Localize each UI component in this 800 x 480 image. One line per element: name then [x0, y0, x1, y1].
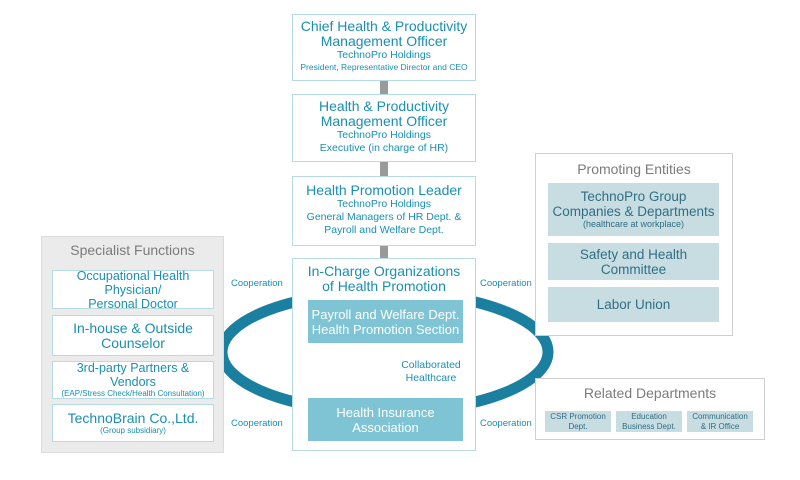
connector-leader-incharge — [380, 246, 388, 258]
cooperation-label-bottom-left: Cooperation — [231, 418, 283, 429]
leader-role-line2: Payroll and Welfare Dept. — [324, 224, 444, 236]
chief-officer-title-line1: Chief Health & Productivity — [300, 18, 468, 34]
partners-vendors-box: 3rd-party Partners & Vendors (EAP/Stress… — [52, 361, 214, 399]
hia-line2: Association — [352, 419, 419, 435]
communication-line2: & IR Office — [700, 421, 740, 431]
csr-promotion-dept-box: CSR Promotion Dept. — [545, 411, 611, 432]
group-companies-sub: (healthcare at workplace) — [582, 219, 685, 229]
education-business-dept-box: Education Business Dept. — [616, 411, 682, 432]
leader-org: TechnoPro Holdings — [337, 198, 431, 210]
group-companies-line1: TechnoPro Group — [580, 189, 687, 204]
csr-line2: Dept. — [568, 421, 588, 431]
education-line2: Business Dept. — [622, 421, 676, 431]
group-companies-line2: Companies & Departments — [552, 204, 715, 219]
leader-title: Health Promotion Leader — [306, 182, 462, 198]
leader-role-line1: General Managers of HR Dept. & — [306, 211, 462, 223]
cooperation-label-bottom-right: Cooperation — [480, 418, 532, 429]
technobrain-line1: TechnoBrain Co.,Ltd. — [67, 409, 199, 426]
chief-officer-title-line2: Management Officer — [320, 33, 448, 49]
csr-line1: CSR Promotion — [550, 412, 606, 421]
specialist-functions-heading: Specialist Functions — [70, 242, 195, 258]
education-line1: Education — [631, 412, 667, 421]
labor-union-label: Labor Union — [596, 297, 671, 312]
hpm-officer-title-line1: Health & Productivity — [319, 98, 449, 114]
cooperation-label-top-left: Cooperation — [231, 278, 283, 289]
collab-line2: Healthcare — [405, 372, 457, 384]
technobrain-sub: (Group subsidiary) — [100, 425, 166, 435]
group-companies-box: TechnoPro Group Companies & Departments … — [548, 183, 719, 236]
hpm-officer-box: Health & Productivity Management Officer… — [292, 94, 476, 162]
hpm-officer-role: Executive (in charge of HR) — [319, 142, 449, 154]
collab-line1: Collaborated — [401, 359, 461, 371]
technobrain-box: TechnoBrain Co.,Ltd. (Group subsidiary) — [52, 404, 214, 442]
payroll-line2: Health Promotion Section — [311, 321, 460, 337]
chief-officer-role: President, Representative Director and C… — [300, 62, 468, 72]
counselor-line2: Counselor — [101, 334, 165, 351]
physician-line1: Occupational Health Physician/ — [76, 268, 190, 297]
connector-cho-hpmo — [380, 80, 388, 94]
collaborated-healthcare-label: Collaborated Healthcare — [396, 359, 466, 385]
payroll-line1: Payroll and Welfare Dept. — [311, 306, 460, 322]
chief-officer-org: TechnoPro Holdings — [337, 49, 431, 61]
occupational-health-physician-box: Occupational Health Physician/ Personal … — [52, 268, 214, 311]
counselor-box: In-house & Outside Counselor — [52, 315, 214, 356]
labor-union-box: Labor Union — [548, 287, 719, 322]
promoting-entities-heading: Promoting Entities — [577, 161, 691, 177]
safety-line2: Committee — [600, 261, 667, 277]
in-charge-title-line2: of Health Promotion — [322, 278, 446, 294]
payroll-welfare-box: Payroll and Welfare Dept. Health Promoti… — [308, 300, 463, 343]
communication-ir-office-box: Communication & IR Office — [687, 411, 753, 432]
related-departments-heading: Related Departments — [583, 385, 717, 401]
counselor-line1: In-house & Outside — [73, 319, 193, 336]
connector-hpmo-leader — [380, 162, 388, 176]
partners-line1: 3rd-party Partners & Vendors — [76, 361, 190, 389]
in-charge-title-line1: In-Charge Organizations — [307, 263, 461, 279]
partners-sub: (EAP/Stress Check/Health Consultation) — [61, 389, 205, 398]
communication-line1: Communication — [692, 412, 748, 421]
health-insurance-association-box: Health Insurance Association — [308, 398, 463, 441]
hpm-officer-title-line2: Management Officer — [320, 113, 448, 129]
chief-officer-box: Chief Health & Productivity Management O… — [292, 14, 476, 81]
hpm-officer-org: TechnoPro Holdings — [337, 129, 431, 141]
safety-health-committee-box: Safety and Health Committee — [548, 243, 719, 280]
health-promotion-leader-box: Health Promotion Leader TechnoPro Holdin… — [292, 176, 476, 246]
physician-line2: Personal Doctor — [88, 296, 178, 311]
cooperation-label-top-right: Cooperation — [480, 278, 532, 289]
hia-line1: Health Insurance — [336, 404, 435, 420]
safety-line1: Safety and Health — [579, 246, 688, 262]
